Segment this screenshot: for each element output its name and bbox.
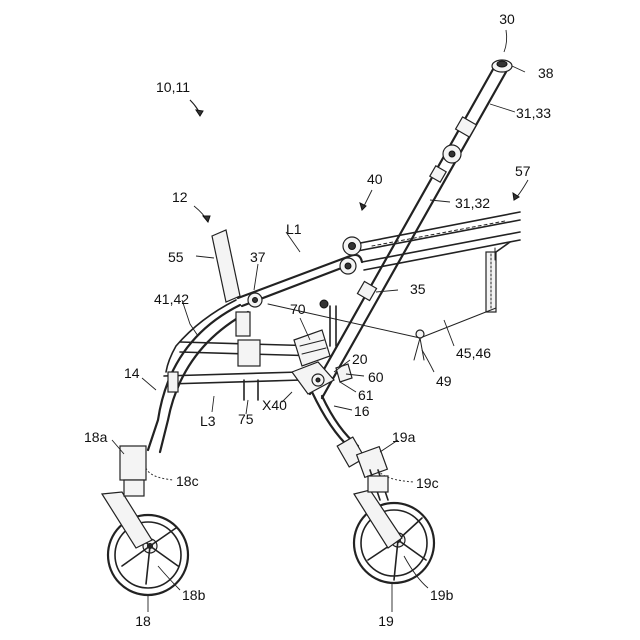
front-caster-fork: [102, 492, 152, 548]
label-20: 20: [352, 351, 368, 367]
label-61: 61: [358, 387, 374, 403]
label-38: 38: [538, 65, 554, 81]
label-55: 55: [168, 249, 184, 265]
label-35: 35: [410, 281, 426, 297]
front-wheel-mount: [120, 446, 146, 480]
label-57: 57: [515, 163, 531, 179]
label-19c: 19c: [416, 475, 439, 491]
label-18a: 18a: [84, 429, 108, 445]
joint-35: [357, 281, 376, 300]
label-19: 19: [378, 613, 394, 629]
label-31-32: 31,32: [455, 195, 490, 211]
armrest-post: [212, 230, 240, 302]
handle-collar: [456, 117, 477, 137]
reference-labels: 30 38 31,33 10,11 57 40 31,32 12 L1 55 3…: [84, 11, 554, 629]
label-18c: 18c: [176, 473, 199, 489]
label-19b: 19b: [430, 587, 454, 603]
label-18: 18: [135, 613, 151, 629]
label-30: 30: [499, 11, 515, 27]
label-37: 37: [250, 249, 266, 265]
label-49: 49: [436, 373, 452, 389]
label-16: 16: [354, 403, 370, 419]
front-wheel: [102, 446, 188, 595]
label-75: 75: [238, 411, 254, 427]
label-41-42: 41,42: [154, 291, 189, 307]
label-60: 60: [368, 369, 384, 385]
label-19a: 19a: [392, 429, 416, 445]
cross-bracket-75: [238, 340, 260, 366]
label-14: 14: [124, 365, 140, 381]
label-40: 40: [367, 171, 383, 187]
ref-18c: [146, 468, 174, 480]
label-L1: L1: [286, 221, 302, 237]
label-18b: 18b: [182, 587, 206, 603]
label-X40: X40: [262, 397, 287, 413]
label-12: 12: [172, 189, 188, 205]
label-45-46: 45,46: [456, 345, 491, 361]
label-10-11: 10,11: [156, 79, 190, 95]
label-70: 70: [290, 301, 306, 317]
label-L3: L3: [200, 413, 216, 429]
rear-wheel: [354, 476, 434, 583]
label-31-33: 31,33: [516, 105, 551, 121]
canopy-frame: [350, 212, 520, 312]
